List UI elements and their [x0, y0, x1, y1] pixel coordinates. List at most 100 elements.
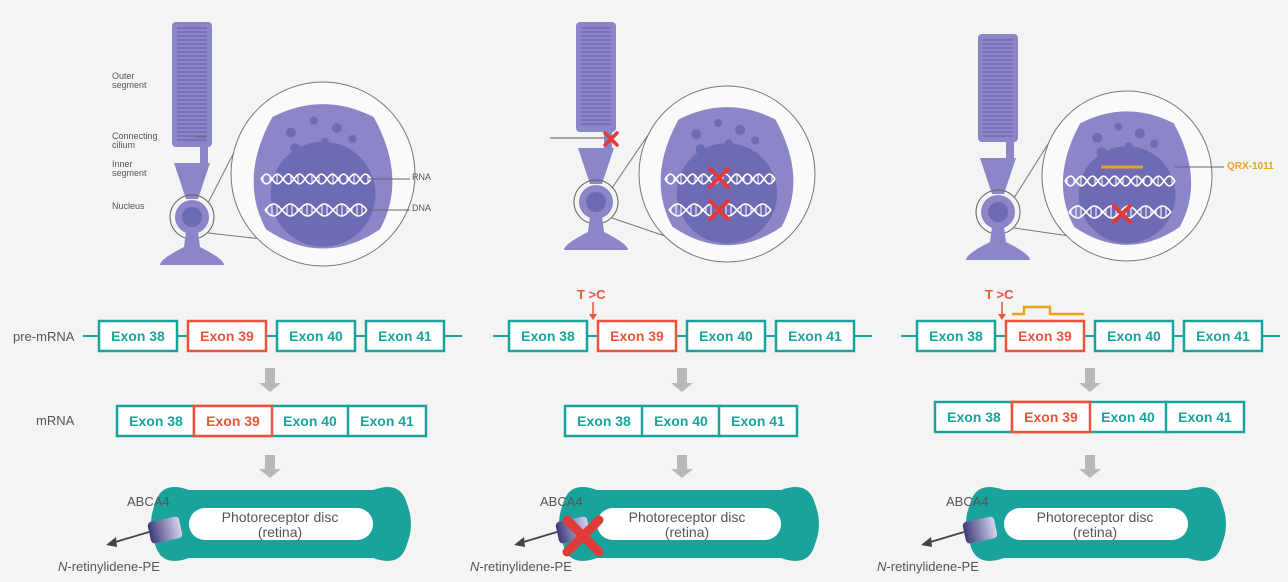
- process-arrow-treated-2: [1079, 455, 1101, 478]
- exon-label: Exon 38: [129, 413, 183, 429]
- mrna-exon-box: Exon 40: [640, 404, 722, 438]
- cilium-defect-cross: [603, 131, 619, 147]
- exon-label: Exon 40: [1107, 328, 1161, 344]
- substrate-label-normal: N-retinylidene-PE: [58, 559, 160, 574]
- mrna-exon-box: Exon 38: [933, 400, 1015, 434]
- disc-lumen: [1004, 508, 1188, 540]
- qrx-1011-binding-bracket: [1012, 305, 1084, 316]
- rna-label: RNA: [412, 172, 432, 182]
- rna-defect-cross: [708, 167, 730, 189]
- abca4-nonfunctional-cross: [562, 515, 604, 557]
- exon-label: Exon 40: [654, 413, 708, 429]
- abca4-treated: [962, 516, 998, 544]
- abca4-normal: [147, 516, 183, 544]
- mrna-label: mRNA: [36, 413, 75, 428]
- mrna-exon-box: Exon 40: [1087, 400, 1169, 434]
- mrna-exon-box: Exon 41: [1164, 400, 1246, 434]
- pre-mrna-exon-39: Exon 39: [596, 319, 678, 353]
- nucleus-zoom-normal: [207, 81, 416, 267]
- disc-label-treated: Photoreceptor disc(retina): [1036, 509, 1154, 540]
- mutation-label-treated: T >C: [985, 287, 1014, 302]
- exon-label: Exon 41: [1196, 328, 1250, 344]
- inner-segment-shape: [578, 148, 614, 184]
- exon-label: Exon 40: [1101, 409, 1155, 425]
- exon-label: Exon 39: [610, 328, 664, 344]
- pre-mrna-exon-39: Exon 39: [1004, 319, 1086, 353]
- process-arrow-treated-1: [1079, 368, 1101, 392]
- abca4-label-treated: ABCA4: [946, 494, 989, 509]
- nucleus-zoom-mutant: [611, 85, 816, 263]
- pre-mrna-exon-40: Exon 40: [275, 319, 357, 353]
- photoreceptor-cell-normal: [160, 22, 224, 265]
- connecting-cilium-shape: [200, 147, 208, 163]
- abca4-label-normal: ABCA4: [127, 494, 170, 509]
- dna-mutation-cross-treated: [1112, 204, 1132, 224]
- exon-label: Exon 39: [1024, 409, 1078, 425]
- process-arrow-normal-1: [259, 368, 281, 392]
- mrna-exon-39: Exon 39: [192, 404, 274, 438]
- pre-mrna-exon-40: Exon 40: [685, 319, 767, 353]
- photoreceptor-disc-mutant: [559, 487, 819, 561]
- substrate-label-mutant: N-retinylidene-PE: [470, 559, 572, 574]
- exon-label: Exon 41: [378, 328, 432, 344]
- pre-mrna-exon-40: Exon 40: [1093, 319, 1175, 353]
- export-arrow-mutant: [514, 531, 558, 547]
- exon-label: Exon 40: [289, 328, 343, 344]
- pre-mrna-exon-38: Exon 38: [97, 319, 179, 353]
- exon-label: Exon 38: [929, 328, 983, 344]
- pre-mrna-exon-41: Exon 41: [1182, 319, 1264, 353]
- photoreceptor-disc-treated: [966, 487, 1226, 561]
- mrna-exon-box: Exon 38: [563, 404, 645, 438]
- exon-label: Exon 38: [577, 413, 631, 429]
- mrna-exon-box: Exon 38: [115, 404, 197, 438]
- exon-label: Exon 38: [947, 409, 1001, 425]
- disc-lumen: [597, 508, 781, 540]
- nucleus-zoomed: [270, 141, 376, 247]
- disc-label-mutant: Photoreceptor disc(retina): [628, 509, 746, 540]
- nucleus-label: Nucleus: [112, 201, 145, 211]
- abca4-transporter-shape: [147, 516, 183, 544]
- mutation-arrow-mutant: [589, 302, 597, 320]
- photoreceptor-cell-treated: [966, 34, 1030, 260]
- exon-label: Exon 41: [788, 328, 842, 344]
- synaptic-terminal-shape: [966, 227, 1030, 260]
- exon-label: Exon 40: [699, 328, 753, 344]
- disc-lumen: [189, 508, 373, 540]
- pre-mrna-label: pre-mRNA: [13, 329, 75, 344]
- pre-mrna-exon-41: Exon 41: [364, 319, 446, 353]
- exon-label: Exon 38: [111, 328, 165, 344]
- mutation-label-mutant: T >C: [577, 287, 606, 302]
- connecting-cilium-shape: [1006, 142, 1014, 158]
- mrna-exon-box: Exon 41: [717, 404, 799, 438]
- pre-mrna-exon-38: Exon 38: [915, 319, 997, 353]
- export-arrow-treated: [921, 531, 965, 547]
- pre-mrna-exon-38: Exon 38: [507, 319, 589, 353]
- process-arrow-mutant-1: [671, 368, 693, 392]
- synaptic-terminal-shape: [160, 232, 224, 265]
- exon-label: Exon 39: [200, 328, 254, 344]
- nucleus-zoomed: [676, 143, 778, 244]
- process-arrow-mutant-2: [671, 455, 693, 478]
- pre-mrna-exon-39: Exon 39: [186, 319, 268, 353]
- disc-label-normal: Photoreceptor disc(retina): [221, 509, 339, 540]
- rna-strand-normal: [260, 173, 372, 185]
- photoreceptor-cell-mutant: [564, 22, 628, 250]
- export-arrow-normal: [106, 531, 150, 547]
- dna-mutation-cross: [708, 199, 730, 221]
- nucleus-zoomed: [1078, 146, 1176, 244]
- mutation-arrow-treated: [998, 302, 1006, 320]
- exon-label: Exon 39: [1018, 328, 1072, 344]
- mrna-exon-39: Exon 39: [1010, 400, 1092, 434]
- pre-mrna-exon-41: Exon 41: [774, 319, 856, 353]
- inner-segment-shape: [174, 163, 210, 199]
- dna-label: DNA: [412, 203, 432, 213]
- rna-strand-treated: [1064, 175, 1176, 187]
- exon-label: Exon 38: [521, 328, 575, 344]
- exon-label: Exon 41: [1178, 409, 1232, 425]
- process-arrow-normal-2: [259, 455, 281, 478]
- exon-label: Exon 41: [360, 413, 414, 429]
